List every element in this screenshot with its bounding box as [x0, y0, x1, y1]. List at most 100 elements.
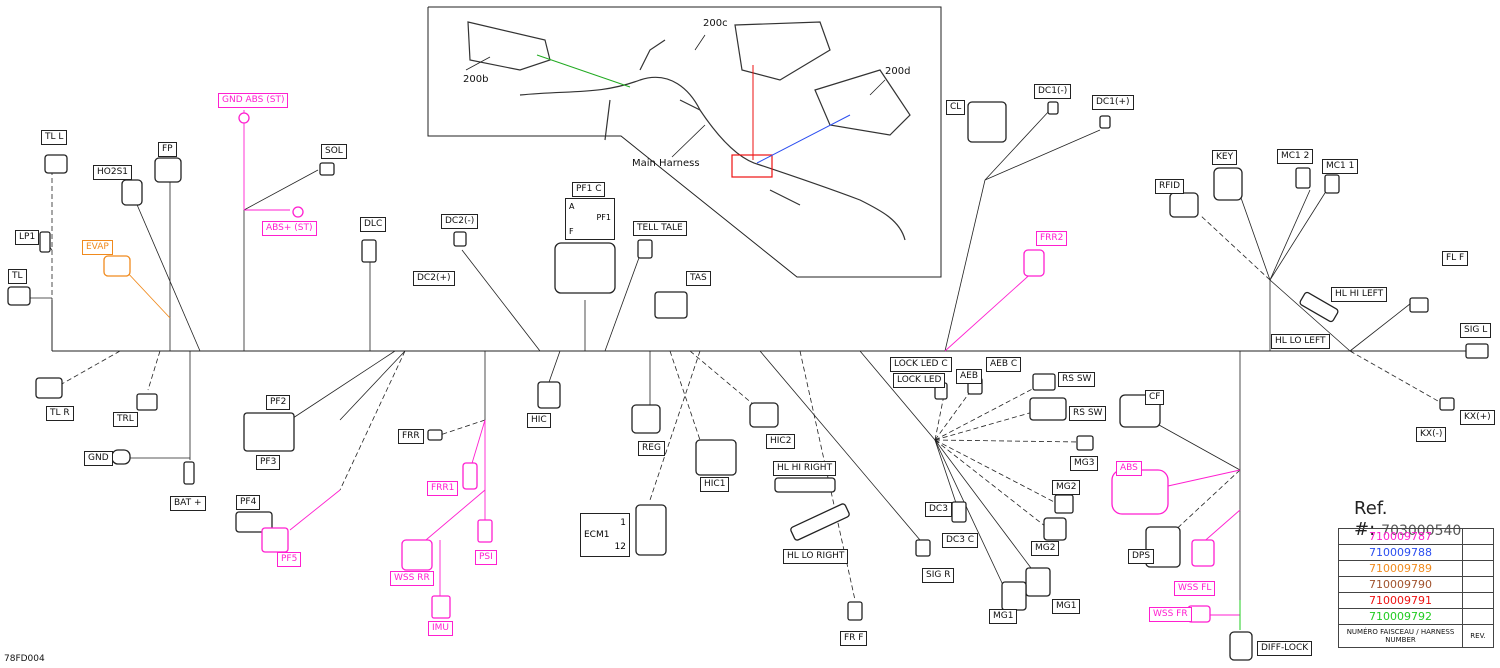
label-evap: EVAP	[82, 240, 113, 255]
label-mg1-a: MG1	[1052, 599, 1081, 614]
label-mg3: MG3	[1070, 456, 1099, 471]
label-sig-r: SIG R	[922, 568, 955, 583]
inset-harness-sketch	[467, 21, 911, 241]
label-rs-sw-1: RS SW	[1058, 372, 1096, 387]
harness-revision	[1462, 544, 1494, 561]
harness-number: 710009787	[1338, 528, 1463, 545]
harness-row: 710009792	[1338, 608, 1494, 625]
label-dc3: DC3	[925, 502, 952, 517]
inset-label-200b: 200b	[463, 74, 489, 85]
label-hl-hi-right: HL HI RIGHT	[773, 461, 837, 476]
label-pf4: PF4	[236, 495, 261, 510]
harness-number: 710009792	[1338, 608, 1463, 625]
harness-number: 710009789	[1338, 560, 1463, 577]
label-diff-lock: DIFF-LOCK	[1257, 641, 1313, 656]
label-key: KEY	[1212, 150, 1238, 165]
label-reg: REG	[638, 441, 665, 456]
label-fp: FP	[158, 142, 177, 157]
inset-label-200d: 200d	[885, 66, 911, 77]
label-cl: CL	[946, 100, 966, 115]
harness-row: 710009788	[1338, 544, 1494, 561]
label-wss-fr: WSS FR	[1149, 607, 1192, 622]
label-sig-l: SIG L	[1460, 323, 1492, 338]
ecm1-pin-1: 1	[620, 518, 626, 528]
ecm1-label: ECM1	[584, 530, 610, 540]
harness-row: 710009790	[1338, 576, 1494, 593]
label-wss-fl: WSS FL	[1174, 581, 1216, 596]
label-lock-led: LOCK LED	[893, 373, 946, 388]
label-tas: TAS	[686, 271, 711, 286]
label-hl-lo-right: HL LO RIGHT	[783, 549, 849, 564]
label-tell-tale: TELL TALE	[633, 221, 687, 236]
harness-revision	[1462, 576, 1494, 593]
label-dc2-minus: DC2(-)	[441, 214, 479, 229]
harness-row: 710009787	[1338, 528, 1494, 545]
harness-number: 710009788	[1338, 544, 1463, 561]
label-pf2: PF2	[266, 395, 291, 410]
harness-table-header: NUMÉRO FAISCEAU / HARNESS NUMBER	[1338, 624, 1463, 648]
label-bat-plus: BAT +	[170, 496, 206, 511]
label-hic: HIC	[527, 413, 551, 428]
branches	[28, 109, 1446, 630]
label-gnd-abs-st: GND ABS (ST)	[218, 93, 289, 108]
label-hl-hi-left: HL HI LEFT	[1331, 287, 1388, 302]
label-imu: IMU	[428, 621, 454, 636]
label-dps: DPS	[1128, 549, 1155, 564]
label-mg1-b: MG1	[989, 609, 1018, 624]
label-hl-lo-left: HL LO LEFT	[1271, 334, 1330, 349]
ecm1-box: ECM1 1 12	[580, 513, 630, 557]
label-sol: SOL	[321, 144, 347, 159]
label-fl-f: FL F	[1442, 251, 1469, 266]
label-pf3: PF3	[256, 455, 281, 470]
label-dc1-plus: DC1(+)	[1092, 95, 1134, 110]
label-abs-st: ABS+ (ST)	[262, 221, 317, 236]
label-lock-led-c: LOCK LED C	[890, 357, 952, 372]
label-mg2-a: MG2	[1052, 480, 1081, 495]
label-pf1-c: PF1 C	[572, 182, 606, 197]
label-aeb: AEB	[956, 369, 983, 384]
label-fr-f: FR F	[840, 631, 868, 646]
label-frr1: FRR1	[427, 481, 459, 496]
label-ho2s1: HO2S1	[93, 165, 133, 180]
label-wss-rr: WSS RR	[390, 571, 434, 586]
label-kx-plus: KX(+)	[1460, 410, 1495, 425]
inset-label-200c: 200c	[703, 18, 728, 29]
inset-frame	[427, 6, 942, 278]
label-tl-l: TL L	[41, 130, 68, 145]
figure-code: 78FD004	[4, 654, 45, 664]
label-dc2-plus: DC2(+)	[413, 271, 455, 286]
label-mc1-1: MC1 1	[1322, 159, 1359, 174]
label-abs: ABS	[1116, 461, 1142, 476]
harness-row: 710009791	[1338, 592, 1494, 609]
ecm1-pin-12: 12	[614, 542, 626, 552]
label-dlc: DLC	[360, 217, 387, 232]
label-rfid: RFID	[1155, 179, 1185, 194]
pf1-pin-name: PF1	[596, 213, 611, 222]
label-frr2: FRR2	[1036, 231, 1068, 246]
label-hic2: HIC2	[766, 434, 796, 449]
label-mg2-b: MG2	[1031, 541, 1060, 556]
label-mc1-2: MC1 2	[1277, 149, 1314, 164]
harness-row: 710009789	[1338, 560, 1494, 577]
revision-header: REV.	[1462, 624, 1494, 648]
label-psi: PSI	[475, 550, 497, 565]
harness-number: 710009791	[1338, 592, 1463, 609]
pf1-pin-box: A PF1 F	[565, 198, 615, 240]
harness-number: 710009790	[1338, 576, 1463, 593]
label-tl: TL	[8, 269, 27, 284]
label-gnd: GND	[84, 451, 113, 466]
harness-revision	[1462, 528, 1494, 545]
inset-label-main-harness: Main Harness	[632, 158, 700, 169]
label-rs-sw-2: RS SW	[1069, 406, 1107, 421]
label-tl-r: TL R	[46, 406, 74, 421]
harness-revision	[1462, 592, 1494, 609]
label-lp1: LP1	[15, 230, 40, 245]
label-frr: FRR	[398, 429, 424, 444]
label-trl: TRL	[113, 412, 138, 427]
label-aeb-c: AEB C	[986, 357, 1022, 372]
label-cf: CF	[1145, 390, 1165, 405]
label-pf5: PF5	[277, 552, 302, 567]
pf1-pin-f: F	[569, 227, 574, 236]
harness-revision	[1462, 608, 1494, 625]
